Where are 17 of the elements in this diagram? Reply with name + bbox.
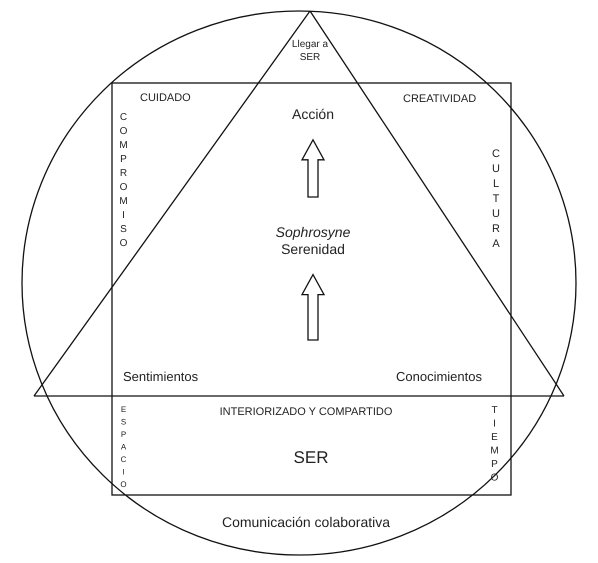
corner-label: CREATIVIDAD <box>403 93 476 106</box>
center-label: Sophrosyne <box>276 224 350 241</box>
center-label: Serenidad <box>281 240 345 258</box>
vertical-word: ESPACIO <box>119 405 127 492</box>
hollow-arrow <box>300 273 326 341</box>
apex-label: Llegar a SER <box>290 38 330 64</box>
center-label: Acción <box>292 106 334 123</box>
corner-label: CUIDADO <box>140 92 191 106</box>
hollow-arrow <box>300 138 326 198</box>
vertical-word: CULTURA <box>490 148 501 253</box>
corner-label: Sentimientos <box>123 369 198 385</box>
vertical-word: TIEMPO <box>489 405 499 486</box>
footer-label: Comunicación colaborativa <box>220 514 392 531</box>
corner-label: Conocimientos <box>396 369 482 385</box>
vertical-word: COMPROMISO <box>118 112 128 252</box>
section-heading: INTERIORIZADO Y COMPARTIDO <box>218 406 394 420</box>
center-label: SER <box>292 448 330 468</box>
